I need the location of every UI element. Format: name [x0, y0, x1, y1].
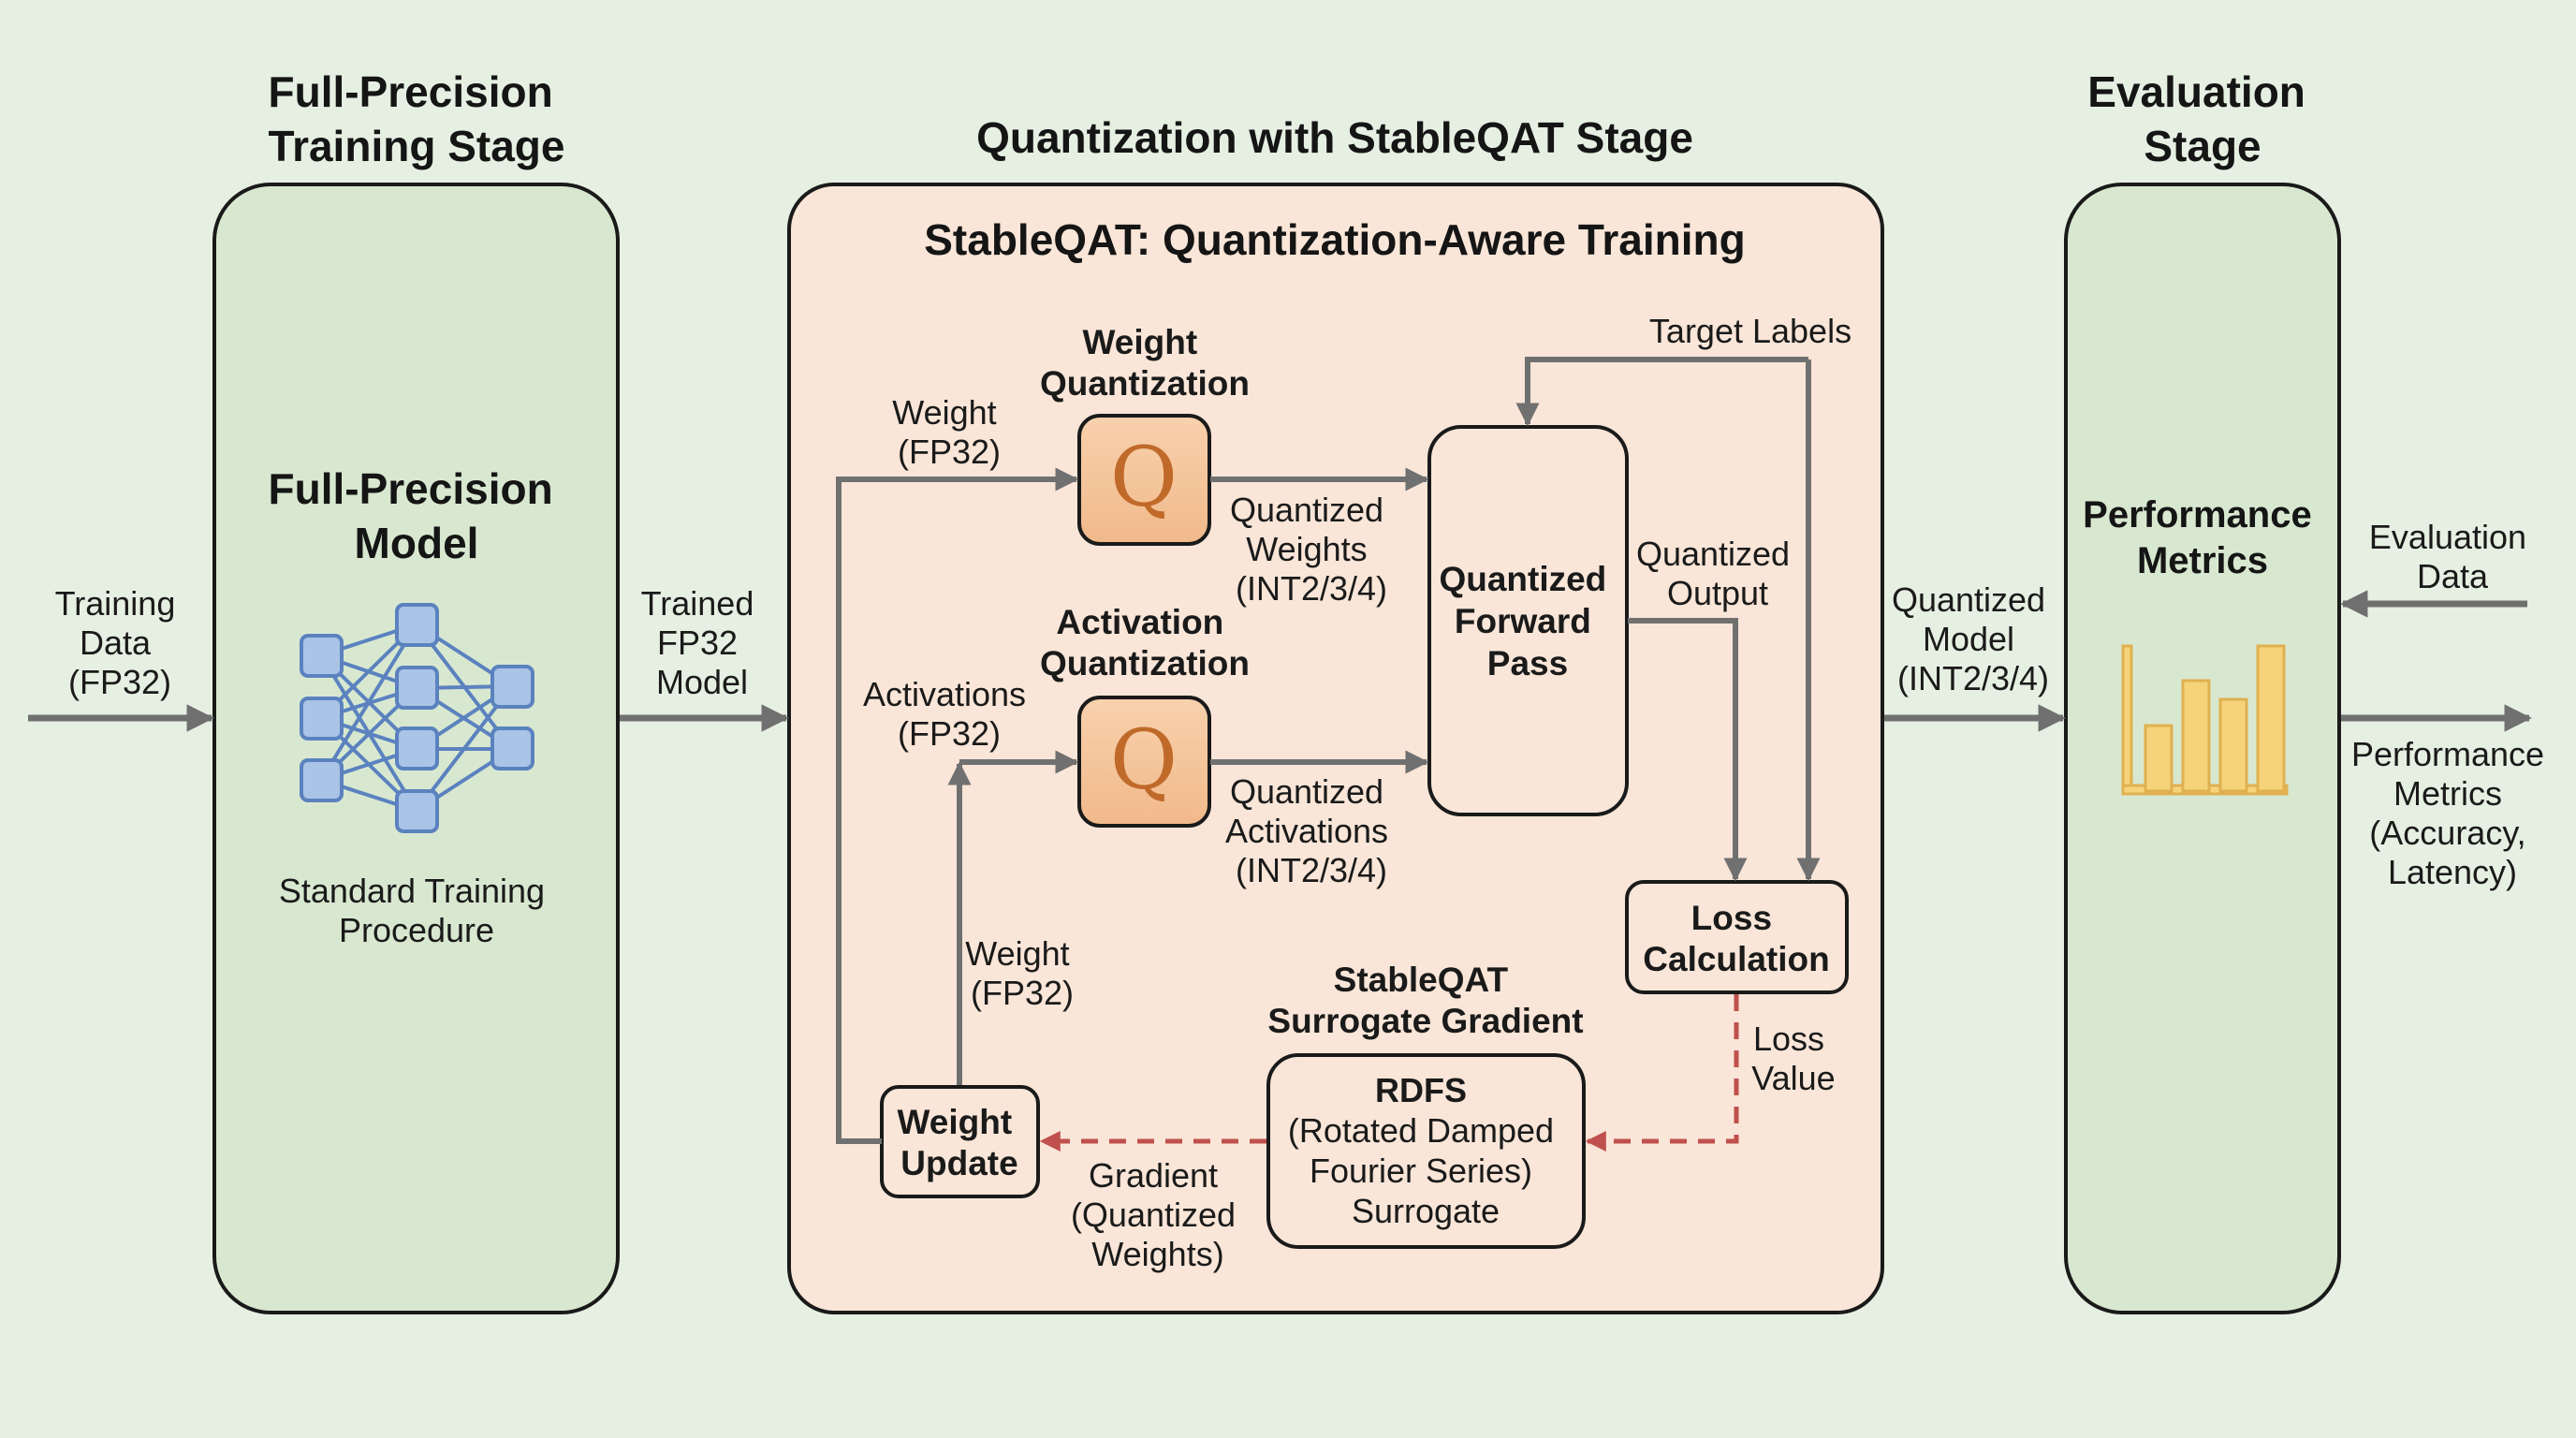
quantization-stage-title: Quantization with StableQAT Stage: [976, 113, 1693, 162]
nn-node: [300, 758, 344, 802]
weight-fp32-feed-arrow: [836, 467, 1079, 1144]
nn-node: [300, 697, 344, 741]
nn-node: [490, 726, 534, 770]
standard-training-caption: Standard Training Procedure: [279, 872, 554, 949]
training-data-label: Training Data (FP32): [55, 584, 185, 701]
weight-fp32-input-label: Weight (FP32): [892, 393, 1005, 471]
weight-quantization-title: Weight Quantization: [1040, 323, 1250, 403]
rdfs-surrogate-node[interactable]: RDFS (Rotated Damped Fourier Series) Sur…: [1266, 1053, 1586, 1249]
svg-text:Loss Calculation: Loss Calculation: [1643, 899, 1829, 978]
neural-network-nodes: [300, 603, 534, 833]
svg-text:RDFS (Rotated Damped: RDFS (Rotated Damped Fourier Series) Sur…: [1288, 1071, 1563, 1230]
gradient-label: Gradient (Quantized Weights): [1071, 1156, 1245, 1273]
quantizer-q-icon: Q: [1110, 712, 1178, 808]
quantized-output-label: Quantized Output: [1636, 535, 1799, 612]
nn-node: [300, 634, 344, 678]
evaluation-data-label: Evaluation Data: [2369, 518, 2536, 595]
loss-value-dashed-arrow: [1585, 994, 1739, 1152]
bar-chart-icon: [2121, 644, 2289, 796]
nn-node: [395, 726, 439, 770]
quantized-model-label: Quantized Model (INT2/3/4): [1892, 580, 2055, 697]
full-precision-stage-title: Full-Precision Training Stage: [269, 67, 565, 170]
loss-calculation-node[interactable]: Loss Calculation: [1625, 880, 1849, 994]
full-precision-model-label: Full-Precision Model: [269, 464, 565, 567]
weight-fp32-loop-label: Weight (FP32): [965, 934, 1078, 1012]
svg-text:Quantized Forward: Quantized Forward Pass: [1439, 560, 1616, 682]
weight-update-node[interactable]: Weight Update: [880, 1085, 1040, 1198]
activation-quantization-title: Activation Quantization: [1040, 603, 1250, 682]
surrogate-gradient-title: StableQAT Surrogate Gradient: [1267, 961, 1583, 1040]
nn-node: [490, 665, 534, 709]
svg-text:Weight Update: Weight Update: [898, 1103, 1022, 1182]
evaluation-stage-title: Evaluation Stage: [2087, 67, 2317, 170]
target-labels-label: Target Labels: [1649, 312, 1852, 350]
loss-value-label: Loss Value: [1751, 1020, 1835, 1097]
nn-node: [395, 603, 439, 647]
performance-output-label: Performance Metrics (Accuracy, Latency): [2351, 735, 2554, 891]
activation-quantizer-node[interactable]: Q: [1077, 696, 1211, 828]
weight-quantizer-node[interactable]: Q: [1077, 414, 1211, 546]
quantized-weights-label: Quantized Weights (INT2/3/4): [1230, 491, 1393, 608]
quantized-forward-pass-node[interactable]: Quantized Forward Pass: [1427, 425, 1629, 816]
stableqat-inner-title: StableQAT: Quantization-Aware Training: [924, 215, 1746, 264]
nn-node: [395, 666, 439, 710]
quantizer-q-icon: Q: [1110, 429, 1178, 525]
quantized-output-arrow: [1628, 618, 1748, 882]
quantized-activations-label: Quantized Activations (INT2/3/4): [1225, 772, 1398, 889]
target-labels-arrow-to-forward: [1515, 357, 1808, 427]
trained-model-label: Trained FP32 Model: [641, 584, 764, 701]
performance-metrics-title: Performance Metrics: [2083, 494, 2322, 581]
activations-fp32-label: Activations (FP32): [863, 675, 1035, 753]
nn-node: [395, 789, 439, 833]
